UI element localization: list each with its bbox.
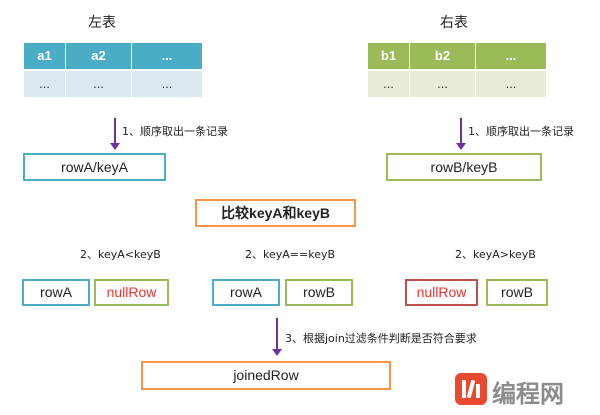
step1-right-note: 1、顺序取出一条记录	[468, 125, 574, 138]
left-row-cell: ...	[132, 71, 202, 97]
right-header-cell: b1	[368, 43, 410, 69]
down-arrow-center	[272, 318, 282, 356]
right-table-title: 右表	[440, 15, 468, 31]
right-header-cell: ...	[476, 43, 546, 69]
left-header-cell: a1	[24, 43, 66, 69]
left-row-cell: ...	[24, 71, 66, 97]
joinedRow-box: joinedRow	[141, 361, 391, 390]
left-header-cell: ...	[132, 43, 202, 69]
left-table-title: 左表	[88, 15, 116, 31]
case-greater-nullRow-box: nullRow	[405, 279, 478, 306]
case-less-rowA-box: rowA	[22, 279, 90, 306]
right-header-cell: b2	[410, 43, 476, 69]
step1-left-note: 1、顺序取出一条记录	[122, 125, 228, 138]
down-arrow-left	[110, 118, 120, 150]
left-header-cell: a2	[66, 43, 132, 69]
left-row-cell: ...	[66, 71, 132, 97]
rowB-keyB-box: rowB/keyB	[386, 153, 542, 181]
watermark-text: 编程网	[492, 380, 564, 408]
case-less-nullRow-box: nullRow	[94, 279, 169, 306]
right-row-cell: ...	[476, 71, 546, 97]
right-row-cell: ...	[410, 71, 476, 97]
case-equal-note: 2、keyA==keyB	[245, 248, 336, 261]
watermark-logo: 编程网	[454, 372, 592, 408]
case-less-note: 2、keyA<keyB	[80, 248, 161, 261]
down-arrow-right	[456, 118, 466, 150]
logo-icon	[455, 373, 487, 405]
case-greater-rowB-box: rowB	[486, 279, 548, 306]
compare-box: 比较keyA和keyB	[195, 199, 356, 227]
case-greater-note: 2、keyA>keyB	[455, 248, 536, 261]
step3-note: 3、根据join过滤条件判断是否符合要求	[285, 332, 477, 345]
right-row-cell: ...	[368, 71, 410, 97]
case-equal-rowB-box: rowB	[285, 279, 353, 306]
rowA-keyA-box: rowA/keyA	[23, 153, 166, 181]
case-equal-rowA-box: rowA	[212, 279, 280, 306]
